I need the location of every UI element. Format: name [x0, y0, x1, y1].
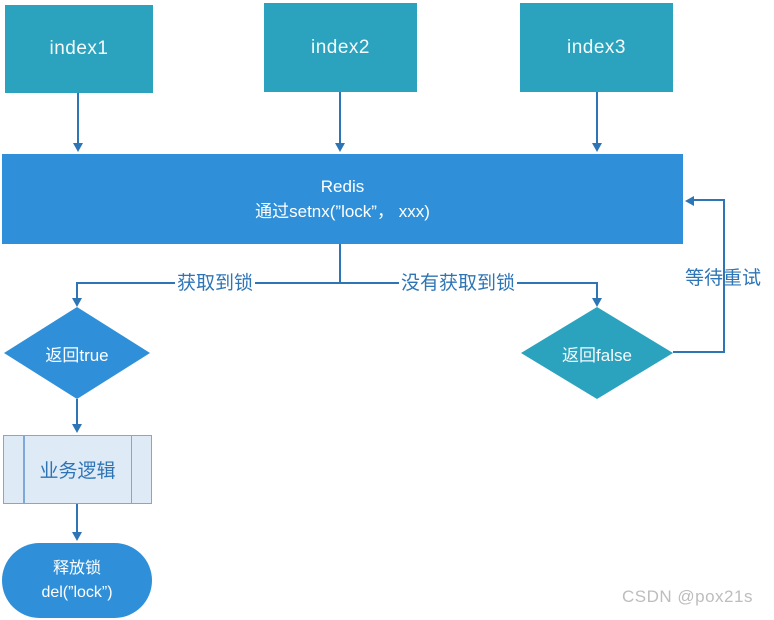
edge-label-not-acquired: 没有获取到锁 [398, 272, 518, 295]
node-return-true-label: 返回true [45, 345, 109, 365]
edge-false-retry-bottom [673, 351, 725, 353]
node-index1-label: index1 [49, 38, 109, 59]
arrow-down-icon [73, 143, 83, 152]
node-return-true: 返回true [4, 307, 150, 399]
edge-branch-false-drop [596, 282, 598, 299]
predefined-process-bar [130, 436, 132, 503]
arrow-down-icon [592, 298, 602, 307]
arrow-left-icon [685, 196, 694, 206]
edge-redis-branch-stem [339, 244, 341, 283]
node-redis-subtitle: 通过setnx(”lock”， xxx) [255, 202, 430, 221]
node-index3-label: index3 [567, 36, 626, 58]
edge-branch-true-drop [76, 282, 78, 299]
node-index1: index1 [5, 5, 153, 93]
arrow-down-icon [335, 143, 345, 152]
arrow-down-icon [72, 532, 82, 541]
node-release-lock: 释放锁 del(”lock”) [2, 543, 152, 618]
edge-false-retry-vertical [723, 200, 725, 353]
node-index3: index3 [520, 3, 673, 92]
node-release-lock-line2: del(”lock”) [41, 583, 113, 601]
node-business-logic: 业务逻辑 [3, 435, 152, 504]
arrow-down-icon [592, 143, 602, 152]
edge-index3-redis [596, 92, 598, 144]
node-return-false: 返回false [521, 307, 673, 399]
edge-branch-horizontal [76, 282, 598, 284]
edge-retry-redis-top [694, 199, 725, 201]
edge-index2-redis [339, 92, 341, 144]
arrow-down-icon [72, 298, 82, 307]
arrow-down-icon [72, 424, 82, 433]
node-redis-title: Redis [320, 177, 365, 196]
node-release-lock-line1: 释放锁 [52, 559, 101, 577]
node-redis: Redis 通过setnx(”lock”， xxx) [2, 154, 683, 244]
node-business-logic-label: 业务逻辑 [39, 461, 116, 482]
edge-logic-release [76, 504, 78, 533]
edge-true-logic [76, 399, 78, 425]
node-index2-label: index2 [311, 36, 370, 58]
predefined-process-bar [23, 436, 25, 503]
edge-label-acquired: 获取到锁 [174, 272, 256, 295]
edge-index1-redis [77, 93, 79, 144]
node-index2: index2 [264, 3, 417, 92]
node-return-false-label: 返回false [562, 345, 632, 365]
csdn-watermark: CSDN @pox21s [622, 587, 753, 606]
